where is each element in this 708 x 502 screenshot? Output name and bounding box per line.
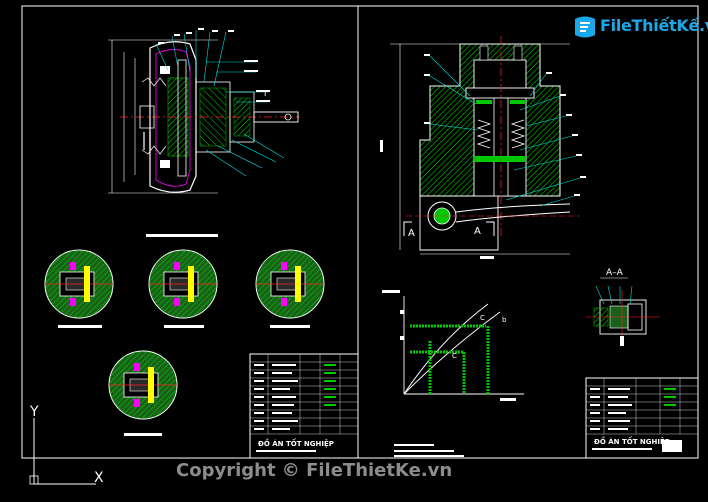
left-title-block: ĐỒ ÁN TỐT NGHIỆP [249,353,359,459]
svg-text:I: I [264,89,266,98]
graph-label-c1: C [480,314,485,322]
section-a-a: A–A [586,268,660,346]
ucs-y-label: Y [29,404,39,420]
detail-view-3 [255,249,325,328]
logo-text: FileThiếtKế.vn [600,16,708,35]
brake-booster-assembly: I [108,28,300,194]
detail-view-4 [108,350,178,436]
detail-view-1 [44,249,114,328]
detail-caption-bar [146,234,218,237]
detail-view-2 [148,249,218,328]
note-line-1 [394,450,454,452]
logo-icon [575,16,595,38]
graph-label-c3: C [452,352,457,360]
characteristic-graph: C b C [382,290,524,401]
right-sheet-frame [357,5,699,459]
right-sheet: A A C b C A–A [357,5,699,459]
left-sheet: I [21,5,359,459]
cut-marker-right: A [474,226,481,237]
valve-section-view: A A [380,36,586,259]
ucs-icon [29,418,96,485]
left-title-heading: ĐỒ ÁN TỐT NGHIỆP [258,438,334,448]
section-a-a-label: A–A [606,268,624,278]
right-title-block: ĐỒ ÁN TỐT NGHIỆP [585,377,699,459]
note-line-2 [394,455,464,457]
copyright-watermark: Copyright © FileThietKe.vn [176,460,453,481]
right-title-heading: ĐỒ ÁN TỐT NGHIỆP [594,436,670,446]
ucs-x-label: X [94,470,104,486]
note-heading-bar [394,444,434,446]
graph-label-c2: b [502,316,507,324]
cut-marker-left: A [408,228,415,239]
